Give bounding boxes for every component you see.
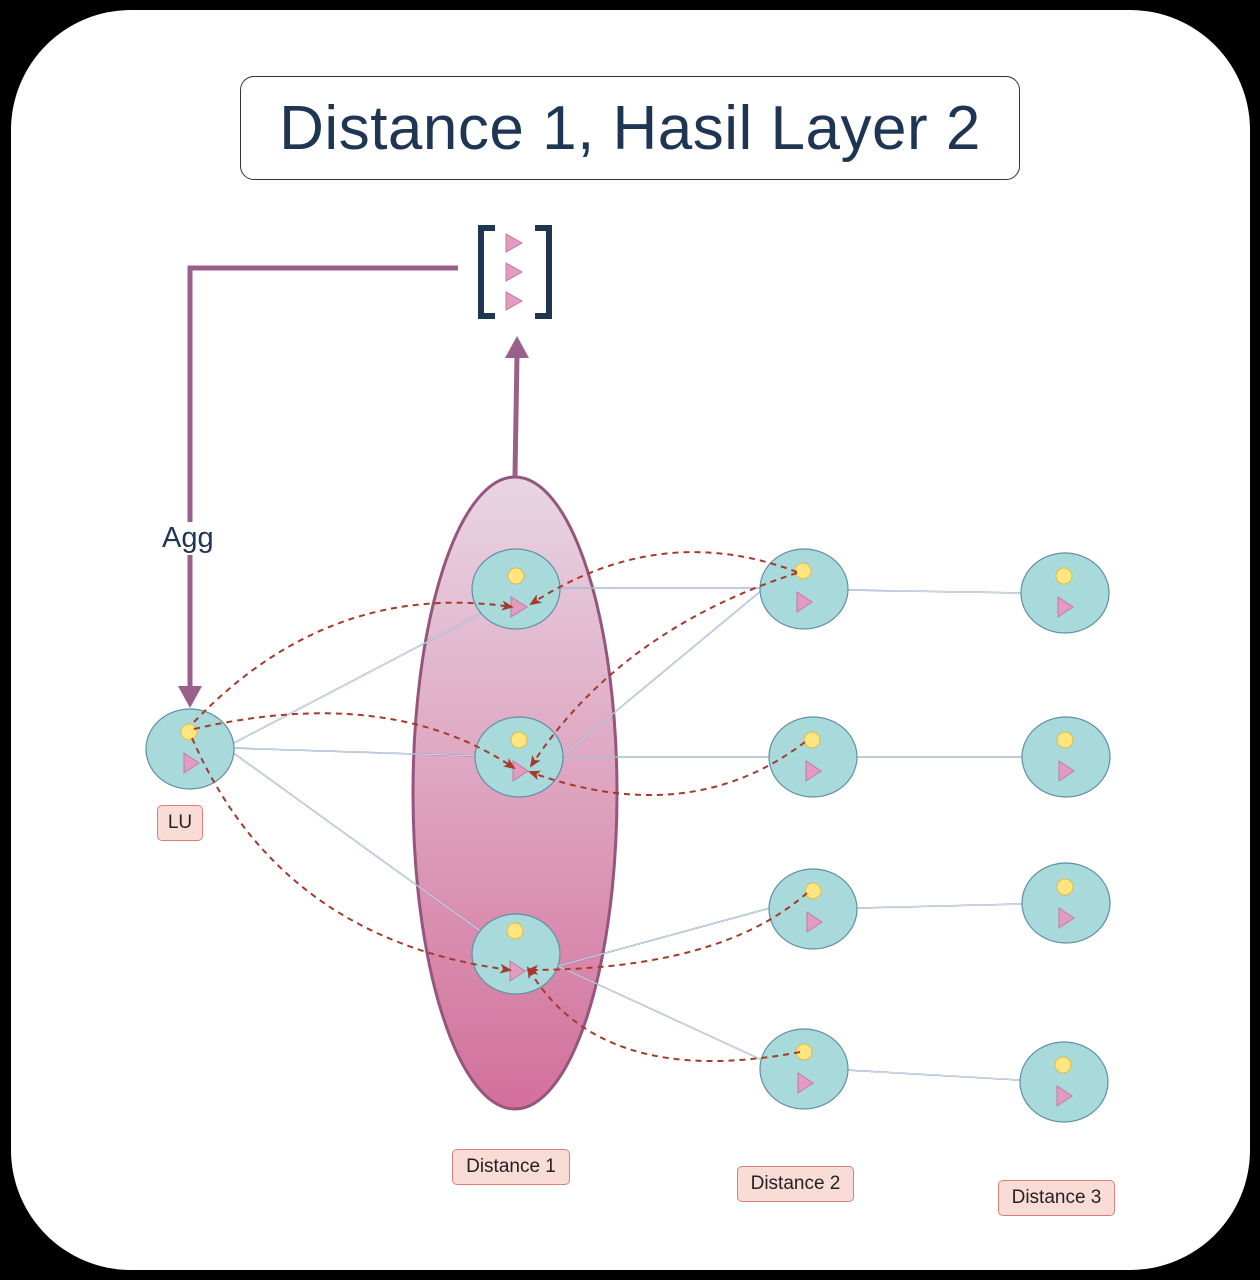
label-lu: LU <box>157 805 203 841</box>
label-distance3: Distance 3 <box>998 1180 1115 1216</box>
node-lu <box>145 708 235 790</box>
label-distance2: Distance 2 <box>737 1166 854 1202</box>
node-d3-4 <box>1019 1041 1109 1123</box>
node-d3-1 <box>1020 552 1110 634</box>
label-distance1: Distance 1 <box>452 1149 570 1185</box>
node-d1-mid <box>474 716 564 798</box>
aggregation-label: Agg <box>160 522 216 555</box>
feature-triangle-icon <box>183 752 200 774</box>
graph-edges <box>231 587 1025 1081</box>
graph-nodes <box>145 548 1111 1123</box>
node-d2-3 <box>768 868 858 950</box>
title-box: Distance 1, Hasil Layer 2 <box>240 76 1020 180</box>
node-d2-1 <box>759 548 849 630</box>
feature-dot-icon <box>180 723 198 741</box>
page-title: Distance 1, Hasil Layer 2 <box>279 93 981 163</box>
message-arrows <box>191 551 808 1062</box>
node-d3-3 <box>1021 862 1111 944</box>
bracket-vector-icon <box>478 225 552 319</box>
node-d1-bottom <box>471 913 561 995</box>
node-d1-top <box>471 548 561 630</box>
node-d2-2 <box>768 716 858 798</box>
node-d2-4 <box>759 1028 849 1110</box>
node-d3-2 <box>1021 716 1111 798</box>
